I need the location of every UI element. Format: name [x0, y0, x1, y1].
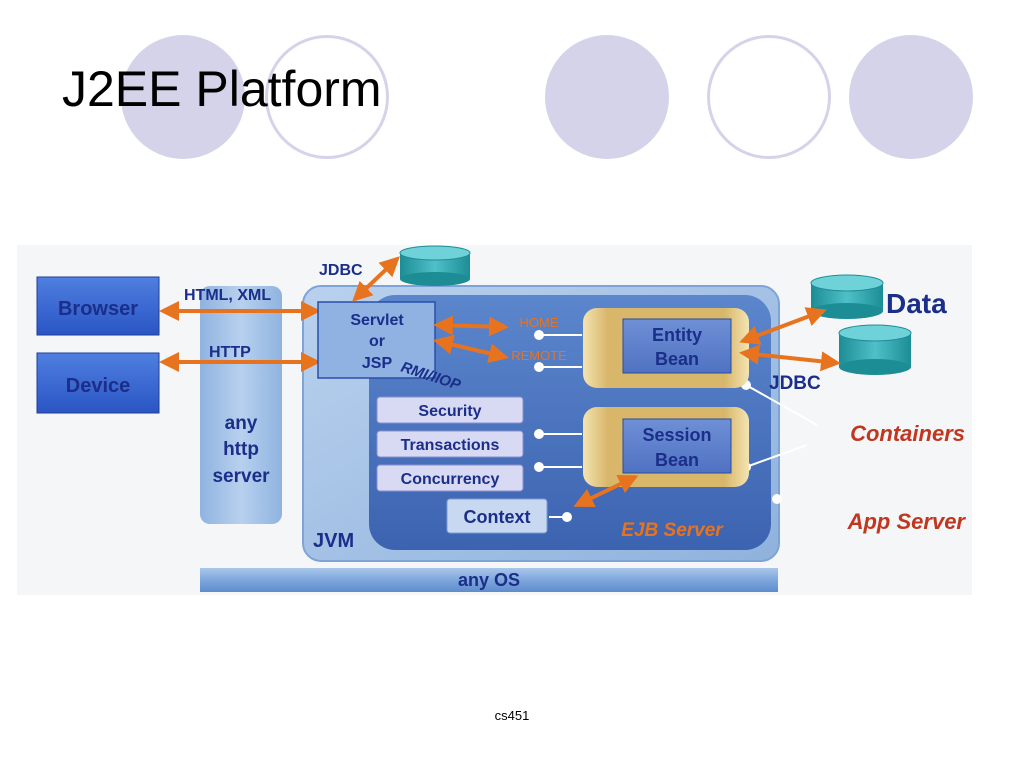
service-security-label: Security: [418, 403, 481, 420]
database-data-1-icon: [810, 274, 884, 319]
decor-circle-2: [265, 35, 389, 159]
arrow-context-session: [573, 474, 639, 508]
service-concurrency: Concurrency: [376, 464, 524, 492]
arrow-servlet-jdbc: [352, 256, 400, 302]
session-bean: Session Bean: [583, 407, 749, 487]
slide-title: J2EE Platform: [62, 61, 382, 117]
http-server-line-3: server: [212, 466, 270, 487]
arrow-entity-data-1: [739, 307, 827, 345]
ejb-server-label: EJB Server: [621, 520, 724, 541]
http-label: HTTP: [209, 344, 251, 361]
remote-label: REMOTE: [511, 348, 567, 363]
entity-bean-line-1: Entity: [652, 325, 702, 345]
browser-box: Browser: [36, 276, 160, 336]
jdbc-top-label: JDBC: [319, 262, 363, 279]
arrow-entity-data-2: [739, 344, 841, 372]
entity-bean: Entity Bean: [583, 308, 749, 388]
decor-circle-1: [121, 35, 245, 159]
servlet-jsp-box: Servlet or JSP: [317, 301, 436, 379]
arrow-servlet-remote: [433, 334, 509, 364]
servlet-line-3: JSP: [362, 355, 393, 372]
service-security: Security: [376, 396, 524, 424]
context-label: Context: [464, 507, 531, 527]
device-label: Device: [66, 375, 131, 397]
database-data-2-icon: [838, 324, 912, 375]
servlet-line-1: Servlet: [350, 312, 404, 329]
jvm-label: JVM: [313, 530, 354, 552]
session-bean-line-1: Session: [642, 425, 711, 445]
slide-footer: cs451: [494, 708, 530, 723]
service-transactions: Transactions: [376, 430, 524, 458]
servlet-line-2: or: [369, 333, 385, 350]
decor-circle-3: [545, 35, 669, 159]
session-bean-line-2: Bean: [655, 450, 699, 470]
arrow-servlet-home: [433, 315, 509, 337]
decor-circle-5: [849, 35, 973, 159]
j2ee-architecture-diagram: any OS JVM EJB Server any http server Br…: [17, 245, 972, 595]
service-transactions-label: Transactions: [401, 437, 500, 454]
service-concurrency-label: Concurrency: [401, 471, 500, 488]
os-layer: any OS: [200, 568, 778, 592]
html-xml-label: HTML, XML: [184, 287, 271, 304]
home-label: HOME: [520, 315, 559, 330]
containers-label: Containers: [850, 421, 965, 446]
entity-bean-line-2: Bean: [655, 349, 699, 369]
http-server-line-1: any: [225, 413, 258, 434]
app-server-label: App Server: [847, 509, 967, 534]
decor-circle-4: [707, 35, 831, 159]
context-box: Context: [446, 498, 548, 534]
device-box: Device: [36, 352, 160, 414]
browser-label: Browser: [58, 298, 138, 320]
data-label: Data: [886, 288, 947, 319]
database-top-icon: [399, 245, 471, 286]
jdbc-right-label: JDBC: [769, 373, 821, 394]
http-server: any http server: [200, 286, 282, 524]
http-server-line-2: http: [223, 439, 259, 460]
os-label: any OS: [458, 570, 520, 590]
